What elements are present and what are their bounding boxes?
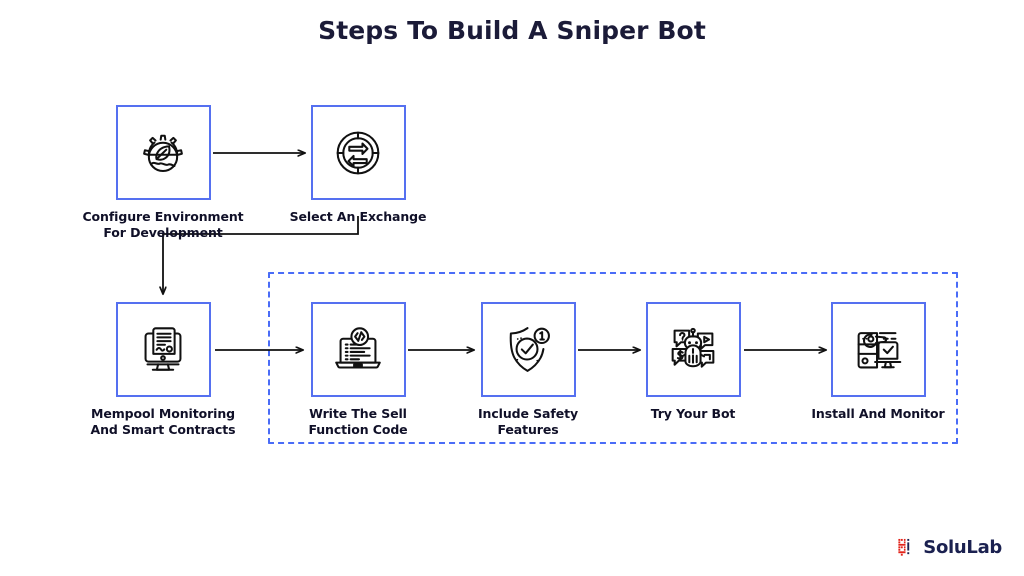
- step-write-sell-function[interactable]: Write The Sell Function Code: [263, 302, 453, 439]
- server-wrench-monitor-check-icon: [857, 331, 902, 368]
- step-try-your-bot[interactable]: Try Your Bot: [598, 302, 788, 422]
- step-configure-environment[interactable]: Configure Environment For Development: [68, 105, 258, 242]
- step-label: Install And Monitor: [811, 406, 945, 421]
- step-icon-box[interactable]: [310, 302, 406, 397]
- robot-chat-icon: [671, 327, 715, 368]
- step-icon-box[interactable]: [645, 302, 741, 397]
- step-label: Write The Sell Function Code: [308, 406, 408, 438]
- step-label: Configure Environment For Development: [82, 209, 244, 241]
- step-include-safety[interactable]: Include Safety Features: [433, 302, 623, 439]
- step-install-and-monitor[interactable]: Install And Monitor: [783, 302, 973, 422]
- step-icon-box[interactable]: [830, 302, 926, 397]
- laptop-code-icon: [335, 326, 381, 369]
- step-label: Try Your Bot: [650, 406, 736, 421]
- group-frame-dashed: [268, 272, 958, 444]
- exchange-swap-circle-icon: [336, 131, 380, 174]
- gear-globe-leaf-icon: [143, 134, 183, 172]
- step-icon-box[interactable]: [310, 105, 406, 200]
- step-mempool-monitoring[interactable]: Mempool Monitoring And Smart Contracts: [68, 302, 258, 439]
- page-title: Steps To Build A Sniper Bot: [318, 16, 706, 45]
- step-label: Include Safety Features: [478, 406, 578, 438]
- step-icon-box[interactable]: [115, 105, 211, 200]
- monitor-document-icon: [144, 326, 182, 371]
- step-select-exchange[interactable]: Select An Exchange: [263, 105, 453, 225]
- solulab-logo-mark-icon: [898, 538, 910, 556]
- step-label: Select An Exchange: [289, 209, 427, 224]
- step-icon-box[interactable]: [115, 302, 211, 397]
- brand-name: SoluLab: [923, 537, 1002, 558]
- shield-check-badge-icon: [509, 326, 550, 372]
- step-label: Mempool Monitoring And Smart Contracts: [90, 406, 236, 438]
- step-icon-box[interactable]: [480, 302, 576, 397]
- brand-logo[interactable]: SoluLab: [898, 537, 1002, 558]
